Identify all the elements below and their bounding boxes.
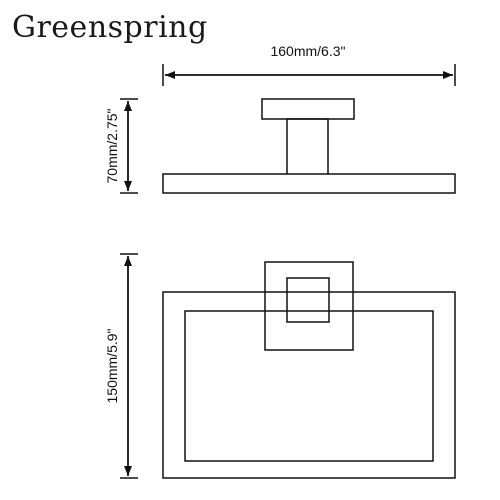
side-height-dimension: 70mm/2.75" bbox=[104, 98, 138, 194]
side-view-bar bbox=[162, 173, 456, 194]
side-view-mount-plate bbox=[261, 98, 355, 120]
side-height-label: 70mm/2.75" bbox=[104, 108, 120, 183]
front-view-mount-post bbox=[286, 277, 330, 323]
width-label: 160mm/6.3" bbox=[270, 43, 345, 59]
front-view-mount-plate bbox=[264, 261, 354, 351]
brand-logo-text: Greenspring bbox=[12, 10, 208, 45]
front-height-label: 150mm/5.9" bbox=[104, 328, 120, 403]
front-view bbox=[162, 261, 456, 479]
width-dimension: 160mm/6.3" bbox=[162, 43, 456, 86]
side-view bbox=[162, 98, 456, 194]
front-height-dimension: 150mm/5.9" bbox=[104, 253, 138, 479]
